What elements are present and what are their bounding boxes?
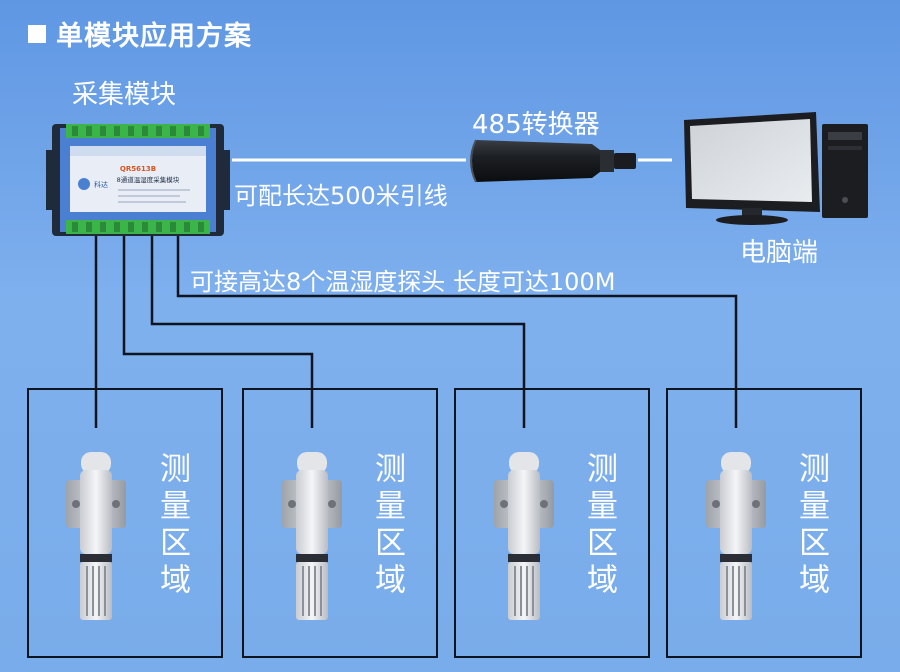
module-brand: 科达 <box>94 180 108 189</box>
zone-label: 测量区域 <box>793 452 829 600</box>
cable-note: 可配长达500米引线 <box>234 182 448 210</box>
temperature-humidity-probe-icon <box>281 451 343 621</box>
page-title: 单模块应用方案 <box>56 21 252 52</box>
module-name: 8通道温湿度采集模块 <box>117 175 180 184</box>
measurement-zone-2: 测量区域 <box>242 388 438 658</box>
measurement-zone-1: 测量区域 <box>27 388 223 658</box>
temperature-humidity-probe-icon <box>705 451 767 621</box>
pc-label: 电脑端 <box>740 238 819 268</box>
temperature-humidity-probe-icon <box>493 451 555 621</box>
probe-cables <box>94 232 738 428</box>
section-header: 单模块应用方案 <box>28 14 252 53</box>
title-bullet <box>28 24 46 43</box>
zone-label: 测量区域 <box>369 452 405 600</box>
pc-computer-icon <box>684 112 868 225</box>
rs485-converter <box>470 139 636 183</box>
zone-label: 测量区域 <box>581 452 617 600</box>
measurement-zone-4: 测量区域 <box>666 388 862 658</box>
measurement-zone-3: 测量区域 <box>454 388 650 658</box>
module-model: QR5613B <box>120 165 156 173</box>
acquisition-module: 科达 QR5613B 8通道温湿度采集模块 <box>46 124 230 236</box>
zone-label: 测量区域 <box>154 452 190 600</box>
probe-note: 可接高达8个温湿度探头 长度可达100M <box>190 268 616 296</box>
module-label: 采集模块 <box>72 80 177 110</box>
converter-label: 485转换器 <box>472 110 600 140</box>
temperature-humidity-probe-icon <box>65 451 127 621</box>
